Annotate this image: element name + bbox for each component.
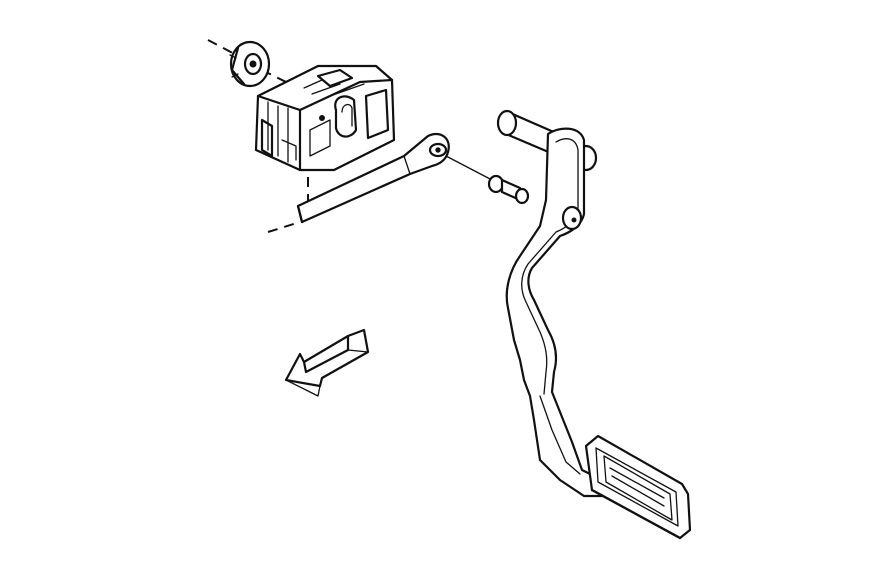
switch-plunger-rod bbox=[296, 132, 450, 224]
stoplamp-switch bbox=[254, 64, 396, 172]
pushrod-line bbox=[445, 155, 493, 181]
pushrod-bushing bbox=[487, 174, 530, 205]
forward-direction-arrow-icon bbox=[284, 328, 370, 397]
retainer-clip bbox=[229, 40, 271, 88]
brake-pedal-arm bbox=[496, 109, 612, 498]
pedal-pad bbox=[584, 434, 692, 540]
